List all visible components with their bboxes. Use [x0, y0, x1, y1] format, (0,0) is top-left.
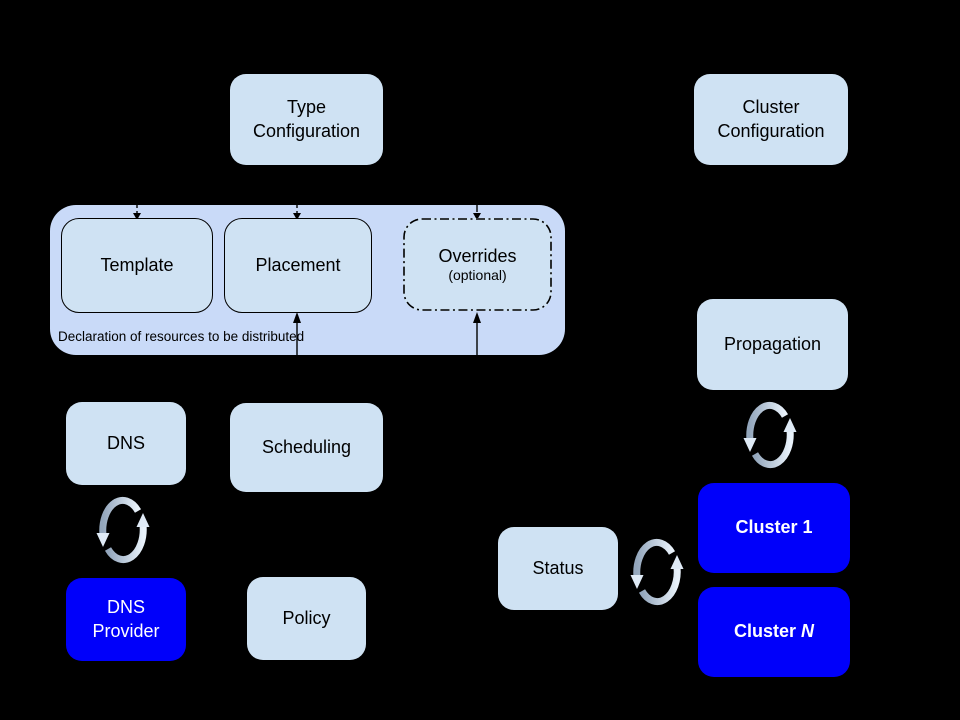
status-label: Status: [532, 557, 584, 578]
overrides-box: Overrides (optional): [403, 218, 552, 311]
cluster-1-box: Cluster 1: [698, 483, 850, 573]
overrides-label: Overrides: [438, 246, 517, 267]
cluster-configuration-label-line2: Configuration: [717, 120, 825, 141]
type-configuration-label-line1: Type: [286, 97, 327, 118]
dns-label: DNS: [106, 432, 145, 453]
status-sync-icon: [630, 538, 684, 606]
type-configuration-box: Type Configuration: [230, 74, 383, 165]
cluster-n-box: Cluster N: [698, 587, 850, 677]
template-label: Template: [100, 254, 174, 275]
dns-box: DNS: [66, 402, 186, 485]
cluster-n-label-variable: N: [801, 621, 815, 642]
declaration-caption: Declaration of resources to be distribut…: [58, 329, 305, 344]
solid-up-arrow-icon: [473, 312, 481, 355]
placement-label: Placement: [255, 254, 341, 275]
cluster-n-label: Cluster N: [734, 620, 814, 643]
propagation-sync-icon: [743, 401, 797, 469]
cluster-n-label-prefix: Cluster: [733, 621, 802, 642]
dns-provider-label-line1: DNS: [106, 597, 145, 618]
declaration-container: Template Placement Overrides (optional) …: [50, 205, 565, 355]
dns-provider-label-line2: Provider: [92, 620, 160, 641]
cluster-configuration-box: Cluster Configuration: [694, 74, 848, 165]
policy-label: Policy: [282, 607, 331, 628]
type-configuration-label-line2: Configuration: [252, 120, 361, 141]
scheduling-box: Scheduling: [230, 403, 383, 492]
cluster-1-label: Cluster 1: [735, 517, 813, 538]
cluster-configuration-label-line1: Cluster: [742, 97, 800, 118]
dns-sync-icon: [96, 496, 150, 564]
policy-box: Policy: [247, 577, 366, 660]
propagation-label: Propagation: [723, 333, 822, 354]
placement-box: Placement: [224, 218, 372, 313]
template-box: Template: [61, 218, 213, 313]
overrides-sublabel: (optional): [448, 267, 507, 284]
propagation-box: Propagation: [697, 299, 848, 390]
scheduling-label: Scheduling: [261, 436, 352, 457]
status-box: Status: [498, 527, 618, 610]
dns-provider-box: DNS Provider: [66, 578, 186, 661]
